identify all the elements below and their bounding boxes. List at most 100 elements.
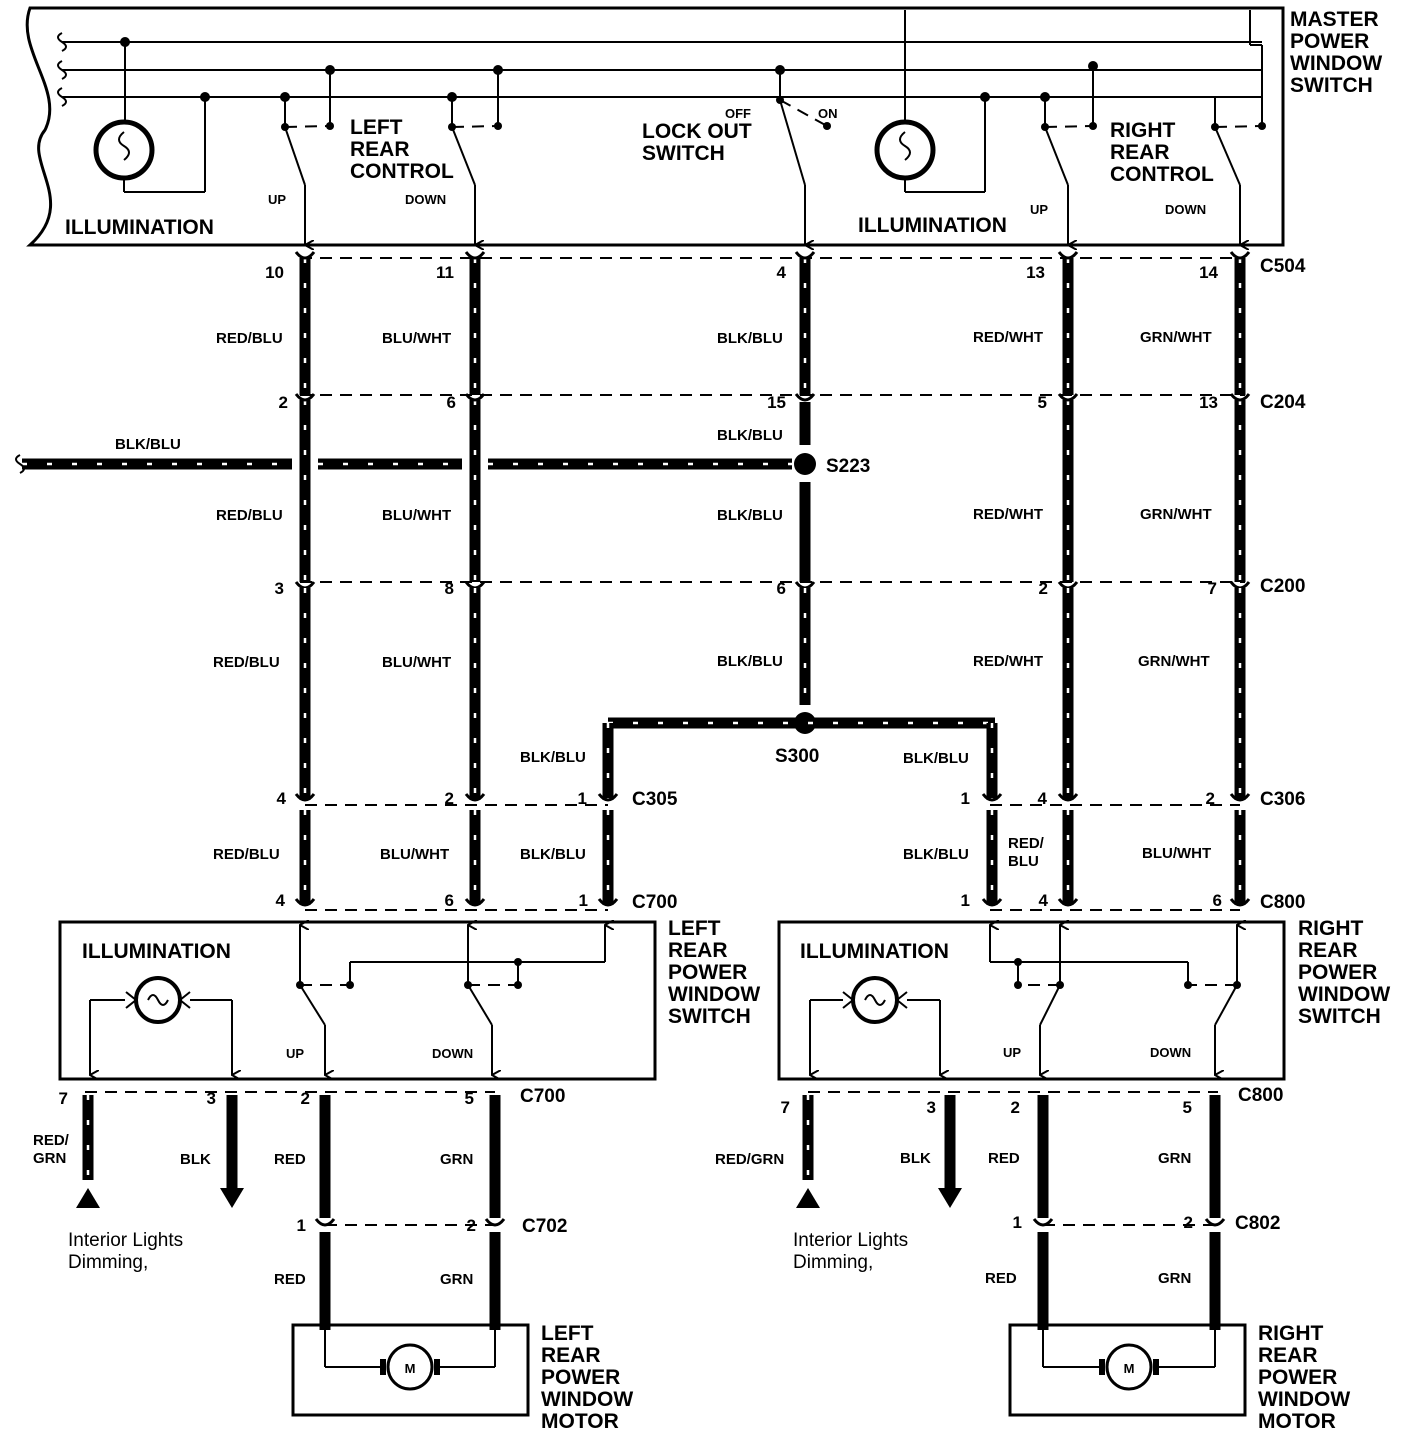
master-illumination-bulb-left [93,119,155,181]
right-rear-motor-brush-r [1153,1359,1159,1375]
wire-color-label-5: RED/BLU [216,507,283,524]
master-rr-down-label: DOWN [1165,202,1206,217]
connector-C305: C305 [632,789,678,810]
wire-color-label-18: BLK/BLU [903,750,969,767]
connector-C702: C702 [522,1216,567,1237]
master-illumination-bulb-right [874,119,936,181]
wire-color-label-6: BLU/WHT [382,507,451,524]
connector-C800: C800 [1260,892,1305,913]
cap-c700-c800-top-4 [1057,898,1079,907]
wire-color-label-0: RED/BLU [216,330,283,347]
pin-c200-2: 6 [777,579,786,598]
wire-color-label-14: GRN/WHT [1138,653,1210,670]
wire-color-blk-left: BLK [180,1151,211,1168]
right-motor-m: M [1124,1361,1135,1376]
cap-c504-1 [464,251,486,260]
connector-C306: C306 [1260,789,1305,810]
rr-down-switch-blade [1214,126,1241,186]
pin-c700_bottom-1: 3 [207,1089,216,1108]
pin-c200-1: 8 [445,579,454,598]
pin-c700_top-0: 4 [276,891,286,910]
lrs-join [514,958,522,966]
connector-C504: C504 [1260,256,1306,277]
cap-c204-4 [1229,393,1251,402]
wire-color-label-10: RED/BLU [213,654,280,671]
left-ground-arrow [220,1188,244,1208]
splice-S223 [794,453,816,475]
pin-c802-1: 2 [1184,1213,1193,1232]
lockout-switch-blade [779,99,806,186]
cap-c700-c800-top-2 [597,898,619,907]
wire-color-red-right-2: RED [985,1270,1017,1287]
wire-color-label-15: BLK/BLU [717,427,783,444]
left-switch-down-label: DOWN [432,1046,473,1061]
pin-c800_top-0: 1 [961,891,970,910]
wire-color-label-7: BLK/BLU [717,507,783,524]
pin-c800_bottom-3: 5 [1183,1098,1192,1117]
cap-c802-2 [1204,1218,1226,1227]
pin-c200-0: 3 [275,579,284,598]
cap-c504-3 [1057,251,1079,260]
bus-break-symbol [57,87,67,107]
diagram-graphics [15,6,1286,1417]
pin-c800_bottom-2: 2 [1011,1098,1020,1117]
pin-c802-0: 1 [1013,1213,1022,1232]
wire-color-label-13: RED/WHT [973,653,1043,670]
pin-c700_bottom-2: 2 [301,1089,310,1108]
wire-color-red-blu-stacked: RED/BLU [1008,835,1045,870]
rrs-up-blade [1039,984,1061,1026]
left-illumination-bulb-filament [147,994,169,1006]
right-switch-up-label: UP [1003,1045,1021,1060]
wire-color-label-4: GRN/WHT [1140,329,1212,346]
cap-c702-2 [484,1218,506,1227]
cap-c204-0 [294,393,316,402]
lr-down-switch-link [451,125,499,128]
wire-color-label-11: BLU/WHT [382,654,451,671]
pin-c305-1: 2 [445,789,454,808]
left-rear-motor-brush-r [434,1359,440,1375]
cap-c700-c800-top-0 [294,898,316,907]
left-switch-up-label: UP [286,1046,304,1061]
left-rear-switch-box [58,920,657,1081]
wire-color-grn-right-2: GRN [1158,1270,1191,1287]
left-dimming-terminal [76,1188,100,1208]
pin-c504-2: 4 [777,263,787,282]
cap-c305-c306-1 [464,793,486,802]
master-lr-down-label: DOWN [405,192,446,207]
pin-c204-3: 5 [1038,393,1047,412]
master-lr-up-label: UP [268,192,286,207]
pin-c504-1: 11 [436,263,454,282]
cap-c700-c800-top-3 [981,898,1003,907]
lr-up-switch-link [284,125,331,128]
right-rear-motor-symbol [1105,1343,1153,1391]
splice-S223-label: S223 [826,456,870,477]
right-rear-switch-box [777,920,1286,1081]
wire-color-blk-right: BLK [900,1150,931,1167]
bus-break-symbol [57,60,67,80]
pin-c504-3: 13 [1026,263,1045,282]
right-illumination-bulb-filament [864,994,886,1006]
left-rear-motor-brush-l [380,1359,386,1375]
wire-color-red-left-2: RED [274,1271,306,1288]
lockout-switch-link [779,99,828,127]
cap-c305-c306-4 [1057,793,1079,802]
right-dimming-terminal [796,1188,820,1208]
pin-c200-4: 7 [1208,579,1217,598]
pin-c305-2: 1 [578,789,587,808]
lrs-up-blade [299,984,326,1026]
pin-c200-3: 2 [1039,579,1048,598]
connector-C700-bottom: C700 [520,1086,565,1107]
wire-color-label-17: BLK/BLU [520,749,586,766]
connector-C800-bottom: C800 [1238,1085,1283,1106]
cap-c305-c306-3 [981,793,1003,802]
lrs-down-blade [467,984,493,1026]
master-illumination-left-label: ILLUMINATION [65,216,214,239]
